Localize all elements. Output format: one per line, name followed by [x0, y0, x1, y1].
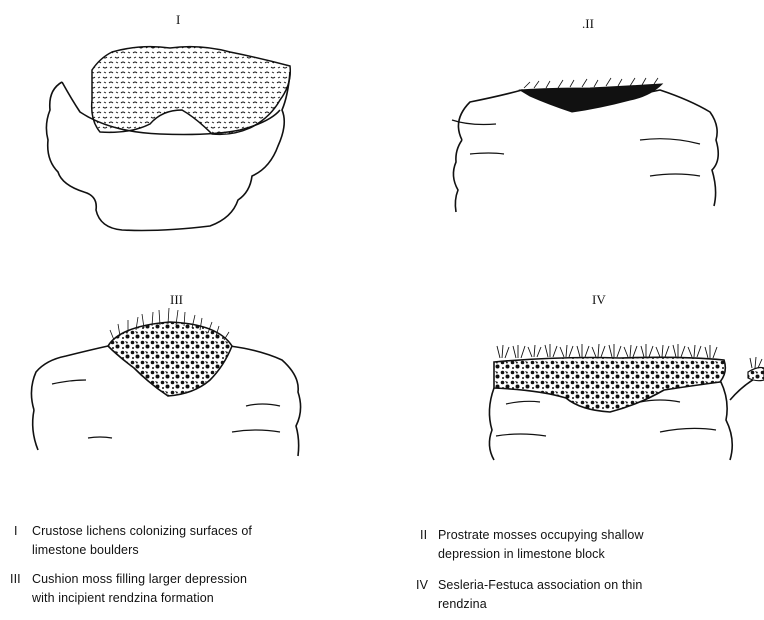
caption-iv-line2: rendzina [416, 595, 642, 614]
caption-iii-numeral: III [10, 570, 32, 589]
caption-ii-numeral: II [420, 526, 438, 545]
caption-ii-line1: Prostrate mosses occupying shallow [438, 528, 644, 542]
caption-i-line1: Crustose lichens colonizing surfaces of [32, 524, 252, 538]
caption-iii-line2: with incipient rendzina formation [10, 589, 247, 608]
caption-iii-line1: Cushion moss filling larger depression [32, 572, 247, 586]
caption-i: ICrustose lichens colonizing surfaces of… [14, 522, 252, 560]
panel-ii-moss-mat [520, 84, 662, 112]
panel-iv-side-crevice [748, 368, 764, 381]
caption-ii: IIProstrate mosses occupying shallow dep… [420, 526, 644, 564]
diagram-canvas [0, 0, 764, 480]
caption-iv-line1: Sesleria-Festuca association on thin [438, 578, 642, 592]
panel-i-lichen-crust [92, 47, 291, 135]
caption-i-numeral: I [14, 522, 32, 541]
panel-iv-rendzina-soil [494, 357, 725, 412]
caption-i-line2: limestone boulders [14, 541, 252, 560]
caption-ii-line2: depression in limestone block [420, 545, 644, 564]
caption-iv-numeral: IV [416, 576, 438, 595]
panel-iii-cushion-moss [108, 322, 232, 396]
caption-iii: IIICushion moss filling larger depressio… [10, 570, 247, 608]
caption-iv: IVSesleria-Festuca association on thin r… [416, 576, 642, 614]
